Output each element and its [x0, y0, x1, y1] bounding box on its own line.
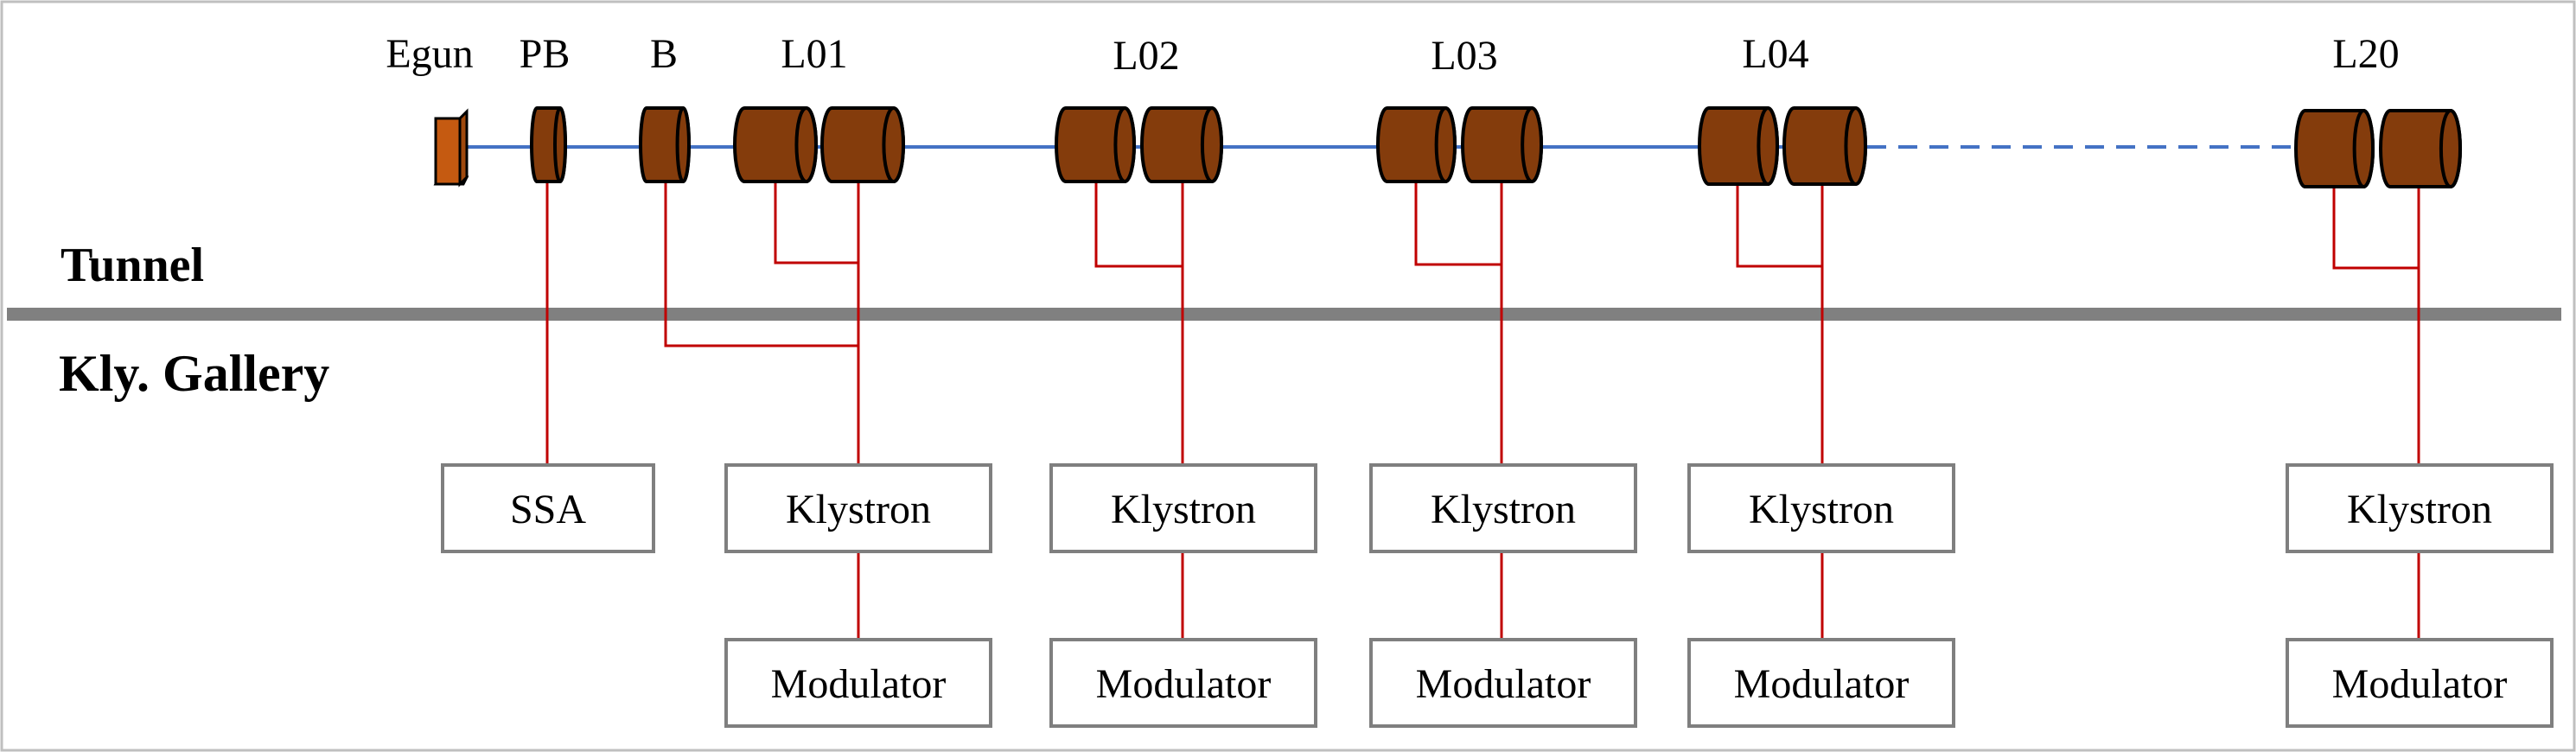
cavity-l04-1-icon: [1698, 106, 1779, 186]
klystron-text-l02: Klystron: [1111, 487, 1256, 532]
cavity-pb-icon: [530, 106, 567, 183]
modulator-box-l04: [1687, 638, 1955, 728]
cavity-l20-2-icon: [2379, 109, 2462, 188]
modulator-box-l20: [2286, 638, 2554, 728]
klystron-box-l02: [1049, 463, 1317, 553]
cavities: [530, 106, 2462, 188]
egun-label: Egun: [386, 31, 473, 77]
modulator-box-l02: [1049, 638, 1317, 728]
egun-icon: [433, 108, 469, 188]
station-label-l20: L20: [2332, 31, 2399, 77]
modulator-text-l20: Modulator: [2332, 661, 2508, 707]
cavity-l03-2-icon: [1461, 106, 1543, 183]
klystron-box-l20: [2286, 463, 2554, 553]
cavity-l02-2-icon: [1140, 106, 1223, 183]
rf-line-l20-a: [2332, 185, 2419, 270]
cavity-l01-2-icon: [820, 106, 905, 183]
station-label-l03: L03: [1431, 33, 1497, 79]
modulator-text-l01: Modulator: [771, 661, 947, 707]
modulator-text-l03: Modulator: [1416, 661, 1591, 707]
ssa-text: SSA: [510, 487, 586, 532]
klystron-text-l20: Klystron: [2347, 487, 2492, 532]
modulator-box-l03: [1369, 638, 1637, 728]
cavity-l20-1-icon: [2294, 109, 2375, 188]
cavity-b-icon: [639, 106, 692, 183]
tunnel-gallery-separator: [7, 308, 2561, 321]
rf-line-l02-a: [1094, 182, 1183, 268]
pb-label: PB: [520, 31, 571, 77]
gallery-equipment: [441, 463, 2554, 728]
klystron-text-l04: Klystron: [1749, 487, 1894, 532]
b-label: B: [650, 31, 678, 77]
modulator-text-l02: Modulator: [1096, 661, 1272, 707]
rf-line-l04-a: [1736, 182, 1822, 268]
station-label-l02: L02: [1113, 33, 1179, 79]
rf-line-l01-a: [774, 182, 858, 264]
cavity-l03-1-icon: [1376, 106, 1457, 183]
cavity-l04-2-icon: [1782, 106, 1867, 186]
modulator-box-l01: [724, 638, 992, 728]
rf-line-l03-a: [1414, 182, 1502, 266]
klystron-box-l04: [1687, 463, 1955, 553]
station-label-l01: L01: [781, 31, 847, 77]
klystron-box-l01: [724, 463, 992, 553]
klystron-text-l03: Klystron: [1431, 487, 1576, 532]
rf-lines: [545, 182, 2420, 640]
klystron-box-l03: [1369, 463, 1637, 553]
cavity-l02-1-icon: [1055, 106, 1136, 183]
station-label-l04: L04: [1742, 31, 1808, 77]
modulator-text-l04: Modulator: [1734, 661, 1910, 707]
klystron-text-l01: Klystron: [786, 487, 931, 532]
cavity-l01-1-icon: [733, 106, 818, 183]
gallery-label: Kly. Gallery: [59, 345, 329, 402]
tunnel-label: Tunnel: [61, 239, 204, 292]
rf-line-b: [664, 182, 858, 347]
ssa-box: [441, 463, 655, 553]
